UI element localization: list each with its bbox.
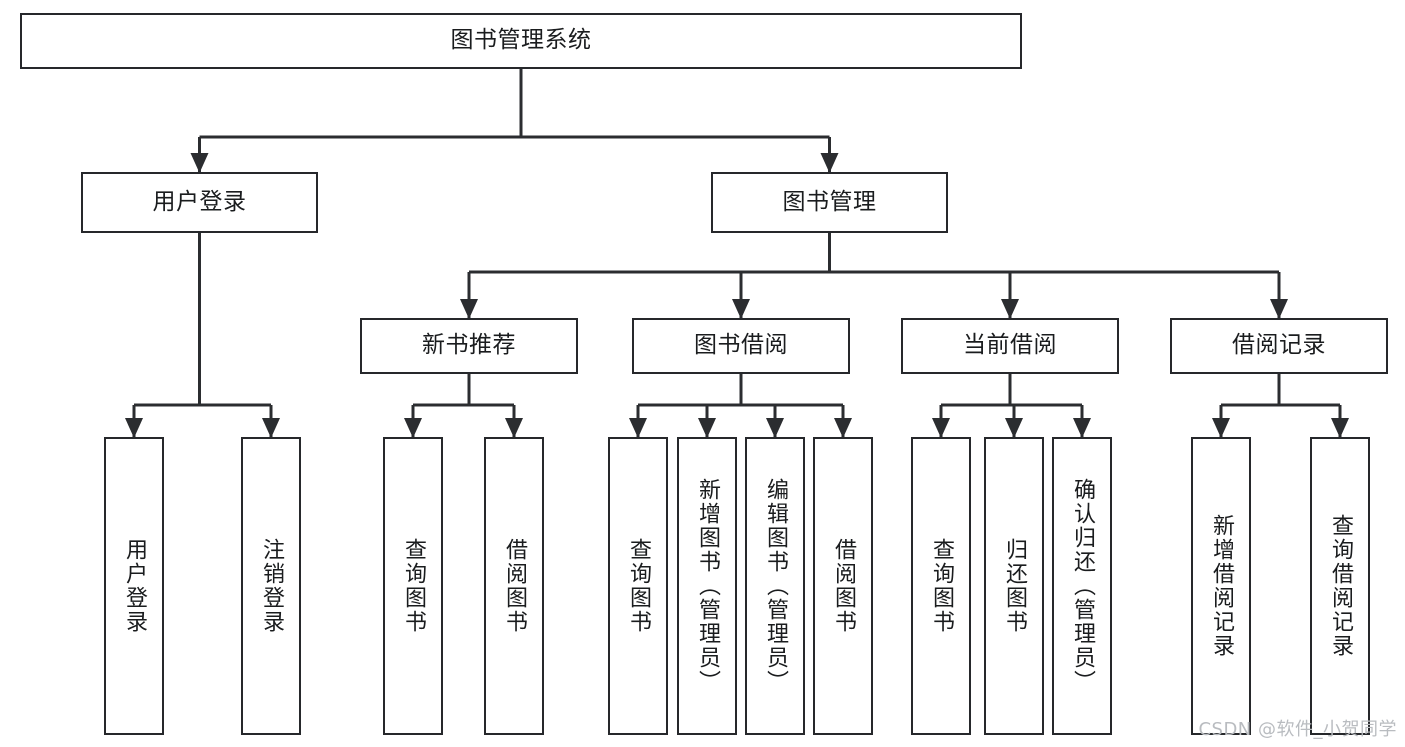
node-label-leaf-edit-book: 编辑图书（管理员） xyxy=(763,478,788,694)
arrowhead-borrow-record xyxy=(1270,299,1288,319)
node-label-leaf-query-2: 查询图书 xyxy=(626,538,651,634)
node-leaf-user-login[interactable]: 用户登录 xyxy=(104,437,164,735)
node-leaf-query-3[interactable]: 查询图书 xyxy=(911,437,971,735)
arrowhead-leaf-return xyxy=(1005,418,1023,438)
node-leaf-confirm[interactable]: 确认归还（管理员） xyxy=(1052,437,1112,735)
arrowhead-book-borrow xyxy=(732,299,750,319)
arrowhead-user-login xyxy=(190,153,209,173)
node-label-leaf-confirm: 确认归还（管理员） xyxy=(1070,478,1095,694)
arrowhead-book-manage xyxy=(820,153,839,173)
arrowhead-current-borrow xyxy=(1001,299,1019,319)
node-book-manage[interactable]: 图书管理 xyxy=(711,172,948,233)
node-leaf-query-2[interactable]: 查询图书 xyxy=(608,437,668,735)
node-current-borrow[interactable]: 当前借阅 xyxy=(901,318,1119,374)
node-label-book-borrow: 图书借阅 xyxy=(694,332,788,359)
arrowhead-leaf-edit-book xyxy=(766,418,784,438)
node-leaf-edit-book[interactable]: 编辑图书（管理员） xyxy=(745,437,805,735)
arrowhead-leaf-query-1 xyxy=(404,418,422,438)
arrowhead-new-book-rec xyxy=(460,299,478,319)
node-label-leaf-borrow-1: 借阅图书 xyxy=(502,538,527,634)
arrowhead-leaf-borrow-2 xyxy=(834,418,852,438)
arrowhead-leaf-user-login xyxy=(125,418,143,438)
arrowhead-leaf-borrow-1 xyxy=(505,418,523,438)
node-label-leaf-logout: 注销登录 xyxy=(259,538,284,634)
arrowhead-leaf-logout xyxy=(262,418,280,438)
arrowhead-leaf-query-2 xyxy=(629,418,647,438)
node-label-borrow-record: 借阅记录 xyxy=(1232,332,1326,359)
arrowhead-leaf-add-book xyxy=(698,418,716,438)
node-leaf-return[interactable]: 归还图书 xyxy=(984,437,1044,735)
node-user-login[interactable]: 用户登录 xyxy=(81,172,318,233)
node-leaf-borrow-2[interactable]: 借阅图书 xyxy=(813,437,873,735)
node-book-borrow[interactable]: 图书借阅 xyxy=(632,318,850,374)
node-leaf-query-1[interactable]: 查询图书 xyxy=(383,437,443,735)
node-new-book-rec[interactable]: 新书推荐 xyxy=(360,318,578,374)
node-label-leaf-add-book: 新增图书（管理员） xyxy=(695,478,720,694)
node-label-leaf-borrow-2: 借阅图书 xyxy=(831,538,856,634)
node-label-book-manage: 图书管理 xyxy=(782,188,877,215)
arrowhead-leaf-add-record xyxy=(1212,418,1230,438)
node-leaf-add-record[interactable]: 新增借阅记录 xyxy=(1191,437,1251,735)
node-label-leaf-user-login: 用户登录 xyxy=(122,538,147,634)
node-leaf-logout[interactable]: 注销登录 xyxy=(241,437,301,735)
arrowhead-leaf-qry-record xyxy=(1331,418,1349,438)
node-label-leaf-return: 归还图书 xyxy=(1002,538,1027,634)
node-label-leaf-query-1: 查询图书 xyxy=(401,538,426,634)
node-borrow-record[interactable]: 借阅记录 xyxy=(1170,318,1388,374)
arrowhead-leaf-confirm xyxy=(1073,418,1091,438)
node-label-user-login: 用户登录 xyxy=(152,188,247,215)
node-label-root: 图书管理系统 xyxy=(450,27,592,54)
node-label-new-book-rec: 新书推荐 xyxy=(422,332,516,359)
arrowhead-leaf-query-3 xyxy=(932,418,950,438)
node-leaf-qry-record[interactable]: 查询借阅记录 xyxy=(1310,437,1370,735)
node-leaf-borrow-1[interactable]: 借阅图书 xyxy=(484,437,544,735)
node-label-leaf-add-record: 新增借阅记录 xyxy=(1209,514,1234,658)
node-label-current-borrow: 当前借阅 xyxy=(963,332,1057,359)
node-label-leaf-query-3: 查询图书 xyxy=(929,538,954,634)
node-leaf-add-book[interactable]: 新增图书（管理员） xyxy=(677,437,737,735)
node-label-leaf-qry-record: 查询借阅记录 xyxy=(1328,514,1353,658)
watermark-label: CSDN @软件_小贺同学 xyxy=(1198,719,1397,740)
node-root[interactable]: 图书管理系统 xyxy=(20,13,1022,69)
